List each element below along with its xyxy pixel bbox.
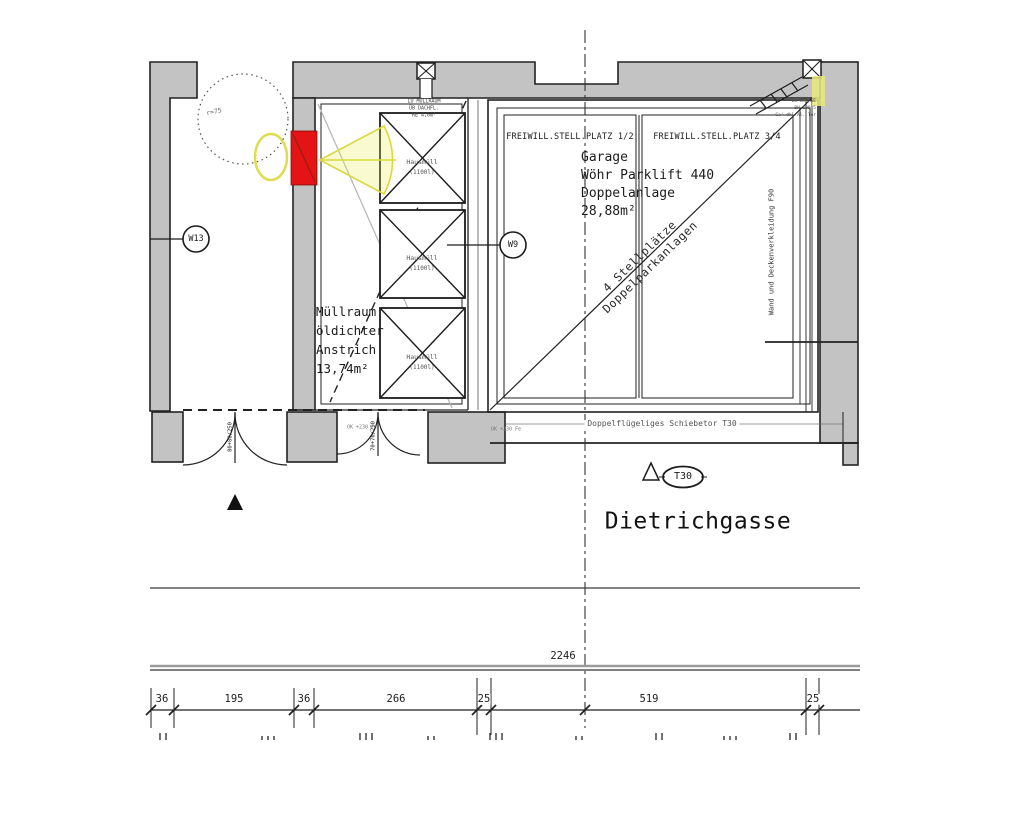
w9-circle [499,231,527,259]
door1-arc-left [182,412,236,466]
yellow-ellipse-marker [253,132,289,182]
doors [182,409,425,466]
shaft-symbol [416,62,436,98]
wall-top [292,61,823,99]
clipped-dimension-row [159,733,797,740]
dimension-label: 36 [297,692,311,705]
garage-name-label: Garage [581,150,628,165]
bin3-size-label: (1100l) [409,364,435,371]
bin-box-1 [379,112,466,204]
w13-label: W13 [188,233,204,244]
bin2-size-label: (1100l) [409,265,435,272]
muellraum-label-3: Anstrich [316,342,377,357]
w9-label: W9 [507,239,519,250]
w13-circle [182,225,210,253]
door2-arc-right [377,412,421,456]
dimension-chain [145,678,860,740]
wall-pier-b [286,411,338,463]
street-lines [150,587,860,671]
dimension-label: 36 [155,692,169,705]
gate-triangle-outline [641,461,661,481]
wall-right [819,61,859,444]
garage-stall-right [641,114,794,399]
north-triangle-filled [227,494,243,510]
waste-bins [379,112,466,399]
muellraum-vent-note-1: LÜ MÜLLRAUM [407,98,441,105]
dimension-label: 519 [639,692,659,705]
markers [150,73,707,510]
garage-area-label: 28,88m² [581,204,636,219]
wall-top-left [149,61,198,412]
door1-dim-label: 80+80/250 [227,422,234,452]
muellraum-area-label: 13,74m² [316,361,369,376]
garage-type-label: Doppelanlage [581,186,675,201]
door2-arc-left [336,412,379,455]
garage-inner-outline [496,107,811,405]
wall-pier-c [427,411,506,464]
stall-left-label: FREIWILL.STELL.PLATZ 1/2 [506,131,634,142]
garage-stall-left [503,114,637,399]
muellraum-label-2: öldichter [316,323,384,338]
level-note-2: OK +230 Fe [490,426,522,433]
symbols [416,59,822,115]
total-dimension-label: 2246 [550,649,576,662]
highlights [253,76,825,196]
muellraum-vent-note-2: ÜB DACHFL. [408,105,440,112]
bin3-name-label: Hausmüll [406,352,438,361]
garage-corner-note-3: Ca' dkl.Al. Tor [775,112,816,118]
hatched-strip [749,76,809,115]
garage-outer-outline [487,99,819,413]
wall-pier-a [151,411,184,463]
gate-label: Doppelflügeliges Schiebetor T30 [584,420,740,428]
bin2-name-label: Hausmüll [406,253,438,262]
wall-pier-d [842,442,859,466]
garage-room [487,96,858,444]
street-name-label: Dietrichgasse [604,508,792,535]
dimension-ticks [145,704,825,716]
wall-cladding-note: Wand und Deckenverkleidung F90 [767,188,776,316]
t30-badge-label: T30 [673,471,693,482]
garage-system-label: Wöhr Parklift 440 [581,168,715,183]
dimension-label: 25 [477,692,491,705]
garage-diagonal [489,96,814,411]
garage-corner-note-2: BH 199,5 [794,105,816,111]
muellraum-label-1: Müllraum [316,304,377,319]
dimension-label: 195 [224,692,244,705]
turning-circle [197,73,289,165]
dimension-label: 266 [386,692,406,705]
level-note-1: OK +230 Fe [346,424,378,431]
fire-door-diagonal [292,133,316,183]
bin1-name-label: Hausmüll [406,157,438,166]
bin-box-2 [379,209,466,299]
yellow-corner-marker [812,76,825,106]
dimension-label: 25 [806,692,820,705]
stall-right-label: FREIWILL.STELL.PLATZ 3/4 [653,131,781,142]
door1-arc-right [234,412,288,466]
bin-box-3 [379,307,466,399]
corner-shaft-symbol [802,59,822,79]
bin1-size-label: (1100l) [409,169,435,176]
muellraum-vent-note-3: RE 4,0m² [411,112,437,119]
garage-corner-note-1: LÜ GARAGE [791,98,816,104]
